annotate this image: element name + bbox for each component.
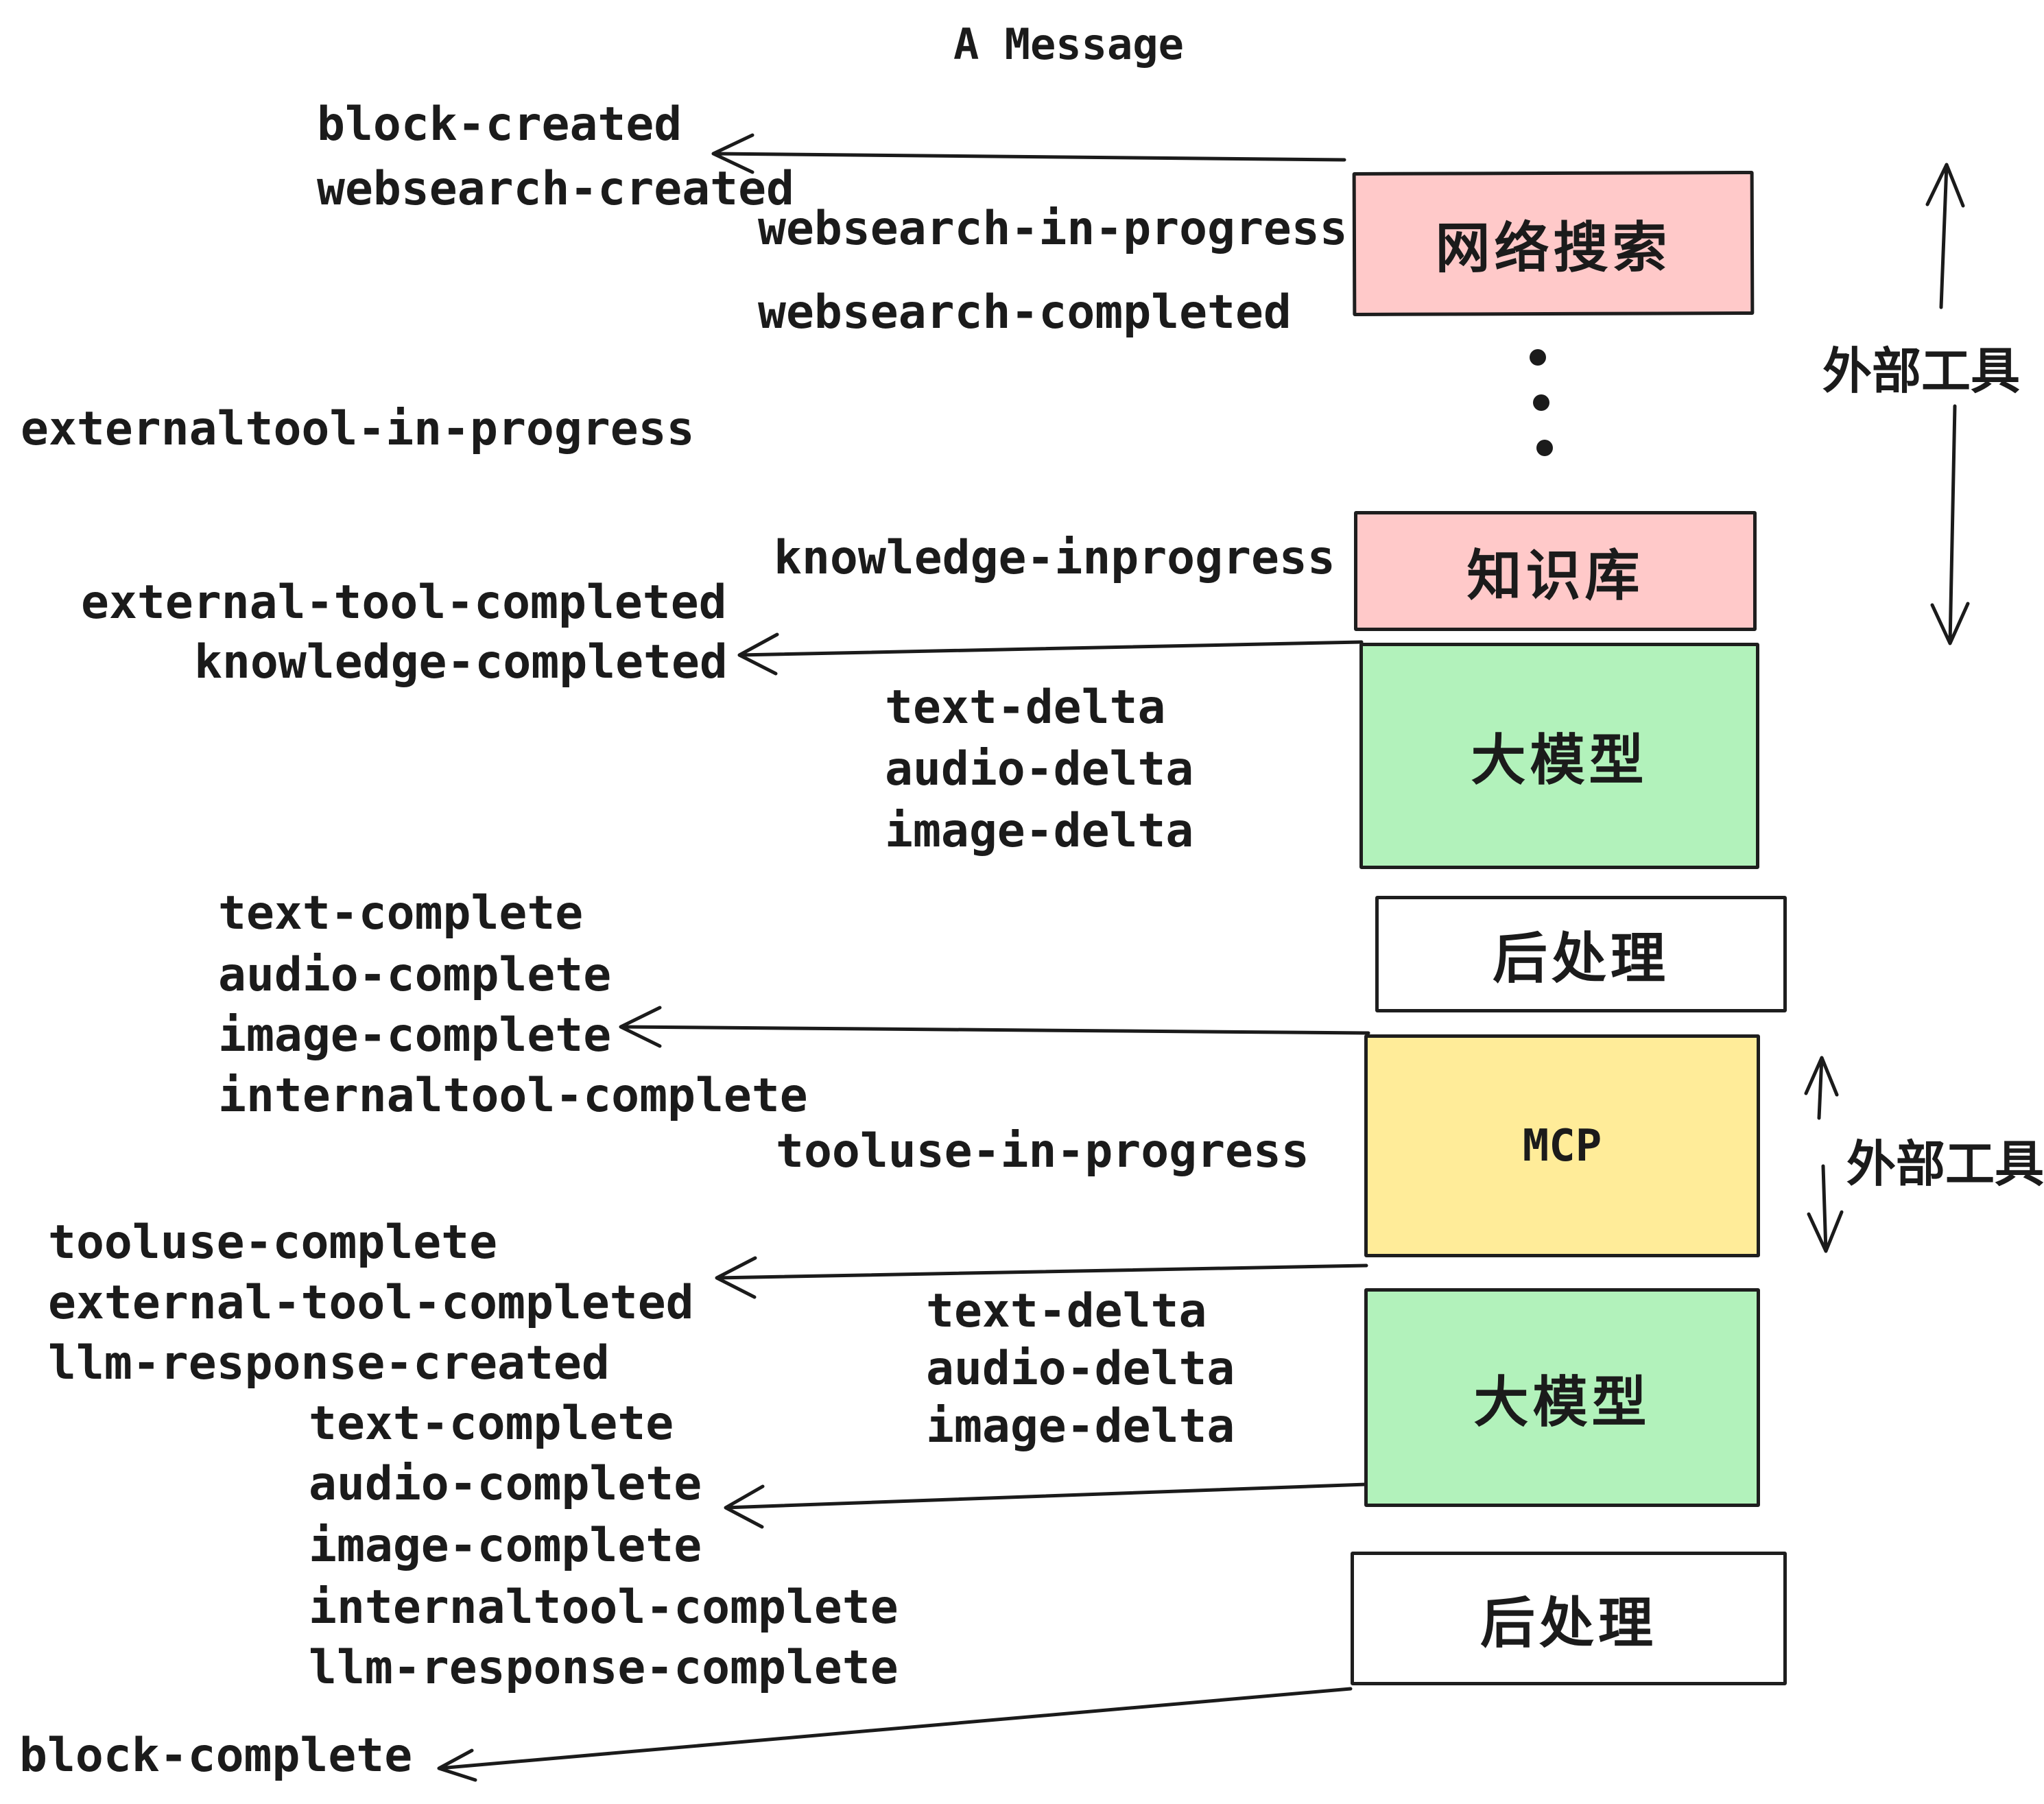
box-postprocess-2-label: 后处理 [1480, 1592, 1657, 1654]
box-mcp: MCP [1364, 1034, 1760, 1257]
box-llm-2-label: 大模型 [1473, 1371, 1651, 1433]
event-externaltool-in-progress: externaltool-in-progress [21, 402, 695, 456]
arrow-knowledge-completed [737, 632, 1364, 676]
event-websearch-in-progress: websearch-in-progress [758, 202, 1348, 256]
box-postprocess-1-label: 后处理 [1493, 928, 1669, 989]
box-mcp-label: MCP [1522, 1120, 1602, 1172]
label-external-tools-mcp: 外部工具 [1846, 1137, 2044, 1192]
event-text-complete-1: text-complete [218, 886, 584, 940]
event-text-delta-1: text-delta [885, 680, 1166, 735]
arrow-mcp-external-up [1804, 1056, 1839, 1120]
event-websearch-completed: websearch-completed [758, 285, 1292, 340]
event-external-tool-completed: external-tool-completed [81, 575, 727, 630]
box-postprocess-2: 后处理 [1351, 1552, 1787, 1685]
box-websearch: 网络搜索 [1352, 170, 1755, 317]
event-llm-response-created: llm-response-created [48, 1336, 610, 1390]
box-llm-2: 大模型 [1364, 1288, 1760, 1507]
box-postprocess-1: 后处理 [1375, 896, 1787, 1012]
event-audio-delta-2: audio-delta [926, 1342, 1235, 1396]
arrow-websearch-created [711, 133, 1346, 174]
event-tooluse-complete: tooluse-complete [48, 1215, 498, 1270]
event-image-complete-1: image-complete [218, 1008, 612, 1063]
event-internaltool-complete-2: internaltool-complete [309, 1580, 899, 1635]
event-block-complete: block-complete [19, 1729, 413, 1783]
arrow-audio-complete [724, 1482, 1368, 1529]
box-websearch-label: 网络搜索 [1435, 217, 1672, 279]
event-knowledge-inprogress: knowledge-inprogress [774, 531, 1335, 585]
event-audio-complete-2: audio-complete [309, 1457, 702, 1511]
event-block-created: block-created [317, 97, 682, 152]
box-llm-1: 大模型 [1359, 643, 1759, 869]
arrow-external-tools-down [1930, 404, 1970, 645]
event-audio-complete-1: audio-complete [218, 948, 612, 1002]
box-knowledge-label: 知识库 [1466, 545, 1644, 606]
event-text-delta-2: text-delta [926, 1284, 1207, 1338]
event-image-delta-1: image-delta [885, 804, 1194, 858]
event-knowledge-completed: knowledge-completed [194, 635, 728, 689]
event-internaltool-complete-1: internaltool-complete [218, 1069, 808, 1123]
ellipsis-dots [1530, 349, 1553, 456]
box-knowledge: 知识库 [1354, 511, 1757, 631]
arrow-block-complete [437, 1687, 1353, 1782]
arrow-image-complete [619, 1006, 1370, 1048]
arrow-mcp-external-down [1807, 1164, 1844, 1253]
event-external-tool-completed-2: external-tool-completed [48, 1276, 694, 1330]
event-text-complete-2: text-complete [309, 1397, 674, 1451]
label-external-tools-top: 外部工具 [1822, 344, 2021, 399]
event-tooluse-in-progress: tooluse-in-progress [776, 1124, 1309, 1178]
event-image-complete-2: image-complete [309, 1519, 702, 1573]
event-websearch-created: websearch-created [317, 162, 794, 216]
event-llm-response-complete: llm-response-complete [309, 1641, 899, 1695]
box-llm-1-label: 大模型 [1471, 730, 1648, 791]
event-image-delta-2: image-delta [926, 1399, 1235, 1453]
arrow-external-tools-up [1925, 163, 1965, 309]
event-audio-delta-1: audio-delta [885, 742, 1194, 796]
page-title: A Message [953, 19, 1184, 69]
